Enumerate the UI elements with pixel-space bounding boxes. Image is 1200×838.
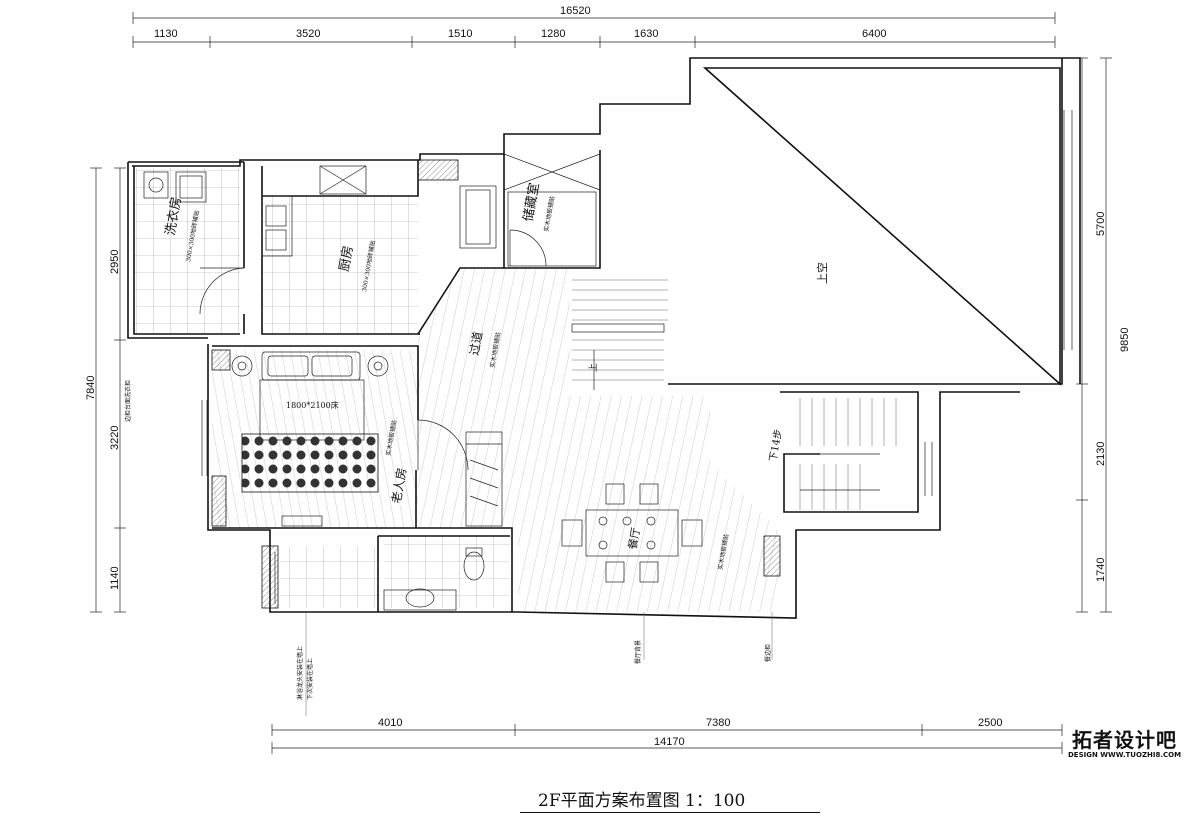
dim-left-seg-2: 3220 <box>109 426 121 450</box>
stairs-down <box>786 398 897 510</box>
dim-left-seg-3: 1140 <box>109 566 121 590</box>
bed <box>231 351 389 527</box>
dim-top-seg-6: 6400 <box>862 28 886 40</box>
dim-right-seg-3: 1740 <box>1095 558 1107 582</box>
laundry-floor <box>134 168 240 334</box>
dim-bottom-seg-1: 4010 <box>378 717 402 729</box>
watermark-brand: 拓者设计吧 <box>1072 728 1177 752</box>
stairs-up <box>571 279 668 390</box>
dim-right-seg-2: 2130 <box>1095 442 1107 466</box>
dim-top-total: 16520 <box>560 5 591 17</box>
watermark-url: DESIGN WWW.TUOZHI8.COM <box>1068 751 1182 759</box>
kitchen-counter <box>261 165 497 257</box>
bedroom-rug <box>241 433 379 493</box>
drawing-title-block: 2F平面方案布置图 1：100 <box>520 786 820 813</box>
room-label-corridor: 过道 <box>467 330 485 356</box>
column-2 <box>211 349 231 371</box>
dim-bottom-total: 14170 <box>654 736 685 748</box>
label-stair-down: 下14步 <box>767 428 785 462</box>
right-dimension-lines <box>1076 57 1112 613</box>
bathroom-fixtures <box>383 547 485 611</box>
dim-top-seg-4: 1280 <box>541 28 565 40</box>
title-underline <box>520 812 820 813</box>
note-storage-floor: 实木地板铺贴 <box>542 195 556 232</box>
dim-right-seg-1: 5700 <box>1095 212 1107 236</box>
note-bed-size: 1800*2100床 <box>286 400 339 410</box>
dim-left-seg-1: 2950 <box>109 250 121 274</box>
dining-table-set <box>561 483 703 583</box>
note-bath-2: 下次安装在墙上 <box>306 658 314 700</box>
watermark-logo: 拓者设计吧 DESIGN WWW.TUOZHI8.COM <box>1068 724 1182 764</box>
dim-left-total: 7840 <box>85 376 97 400</box>
wardrobe <box>465 431 503 527</box>
column-4 <box>261 545 279 609</box>
dim-top-seg-2: 3520 <box>296 28 320 40</box>
room-label-dining: 餐厅 <box>625 526 643 550</box>
top-dimension-lines <box>132 12 1056 48</box>
note-bath-1: 淋浴龙头安装在墙上 <box>296 646 304 700</box>
dim-top-seg-5: 1630 <box>634 28 658 40</box>
bathroom-floor-2 <box>384 536 510 608</box>
room-label-storage: 储藏室 <box>520 181 543 222</box>
left-dimension-lines <box>90 167 126 613</box>
note-side-cabinet: 餐边柜 <box>764 644 772 662</box>
note-dining-cabinet: 餐厅背景 <box>634 640 642 664</box>
kitchen-floor <box>262 196 418 334</box>
doors <box>199 229 547 471</box>
room-label-void: 上空 <box>815 262 829 284</box>
corridor-floor <box>418 268 778 612</box>
leader-lines <box>305 612 773 716</box>
washing-machine <box>143 171 207 203</box>
bottom-dimension-lines <box>271 724 1063 754</box>
dim-top-seg-3: 1510 <box>448 28 472 40</box>
room-label-kitchen: 厨房 <box>336 244 356 272</box>
column-1 <box>417 159 459 181</box>
note-left-cabinet: 边柜台面洗衣柜 <box>124 380 132 422</box>
bathroom-floor <box>280 546 380 608</box>
dim-bottom-seg-3: 2500 <box>978 717 1002 729</box>
dim-right-total: 9850 <box>1119 328 1131 352</box>
storage-room-lines <box>503 153 601 267</box>
room-label-laundry: 洗衣房 <box>162 195 185 236</box>
column-3 <box>211 475 227 527</box>
label-stair-up: 上 <box>588 363 599 372</box>
column-5 <box>763 535 781 577</box>
dim-bottom-seg-2: 7380 <box>706 717 730 729</box>
drawing-title: 2F平面方案布置图 1：100 <box>538 791 746 811</box>
dim-top-seg-1: 1130 <box>154 28 178 40</box>
exterior-walls <box>127 57 1081 619</box>
room-label-elder-room: 老人房 <box>388 466 409 504</box>
